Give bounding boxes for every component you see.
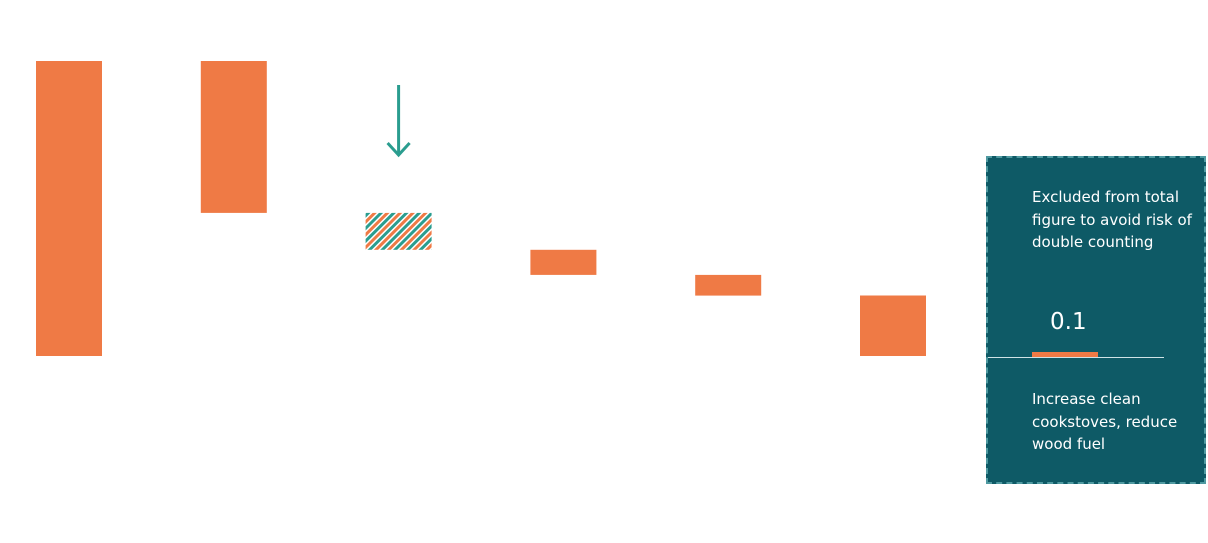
panel-divider [988, 357, 1164, 358]
arrow-head [386, 141, 411, 158]
waterfall-bar-4 [530, 249, 597, 275]
waterfall-bar-1 [36, 61, 102, 356]
excluded-value-label: 0.1 [1050, 309, 1087, 335]
excluded-value-bar [1032, 352, 1098, 358]
down-arrow-icon [386, 85, 411, 158]
waterfall-bar-3 [365, 212, 432, 250]
waterfall-bar-5 [695, 274, 762, 296]
excluded-note: Excluded from total figure to avoid risk… [1032, 188, 1192, 251]
waterfall-bar-2 [200, 61, 267, 213]
category-label: Increase clean cookstoves, reduce wood f… [1032, 390, 1178, 453]
waterfall-bar-6 [860, 295, 926, 356]
excluded-category-panel: Excluded from total figure to avoid risk… [986, 156, 1206, 484]
